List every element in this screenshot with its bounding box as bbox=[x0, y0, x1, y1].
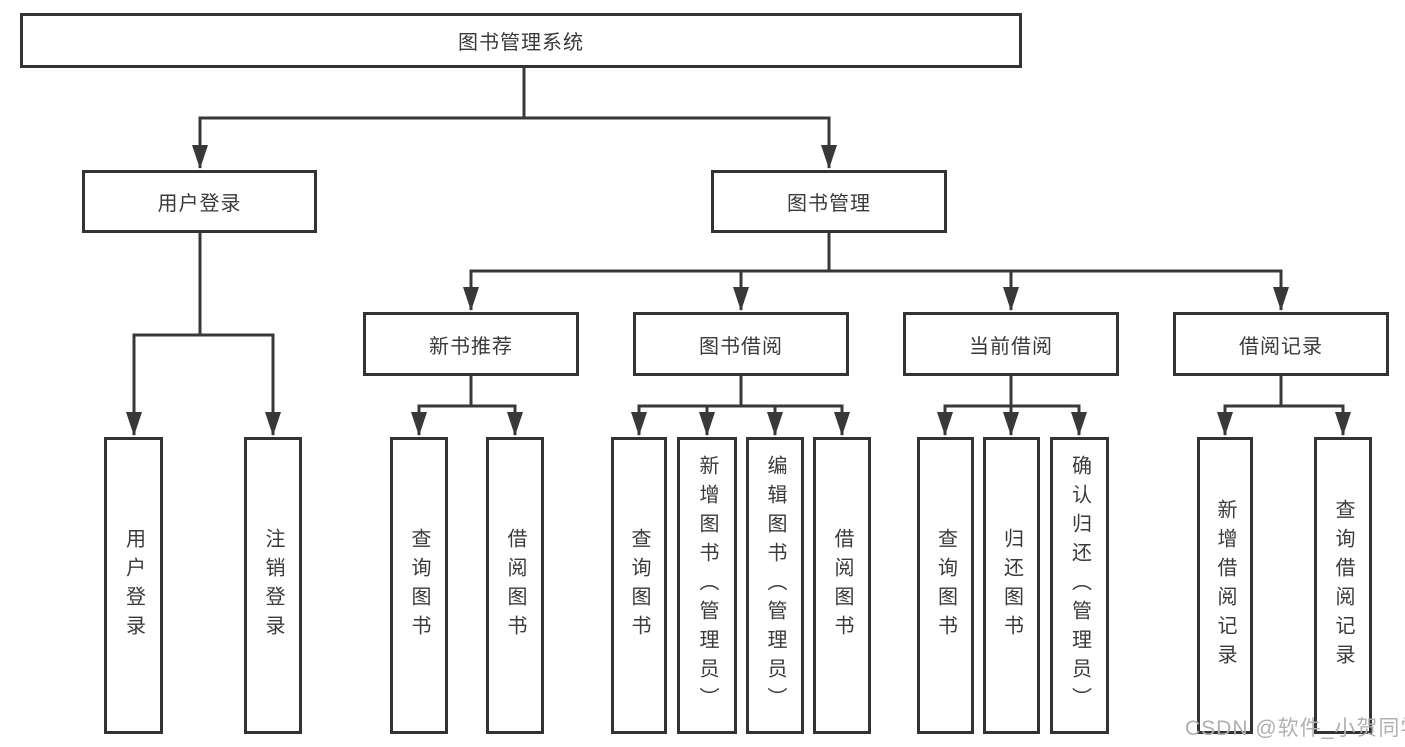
leaf-borrow-books-recommend: 借阅图书 bbox=[486, 437, 544, 734]
node-book-management-label: 图书管理 bbox=[787, 193, 871, 215]
leaf-borrow-books-label: 借阅图书 bbox=[831, 527, 853, 644]
leaf-return-books-label: 归还图书 bbox=[1000, 527, 1023, 644]
node-user-login-label: 用户登录 bbox=[157, 193, 242, 215]
leaf-edit-books-admin-label: 编辑图书（管理员） bbox=[764, 455, 786, 716]
node-library-management-system-label: 图书管理系统 bbox=[458, 32, 584, 54]
leaf-edit-books-admin: 编辑图书（管理员） bbox=[746, 437, 804, 734]
leaf-query-books-current: 查询图书 bbox=[917, 437, 974, 734]
csdn-watermark: CSDN @软件_小贺同学 bbox=[1185, 717, 1405, 740]
node-book-borrowing: 图书借阅 bbox=[633, 312, 849, 376]
node-borrowing-records-label: 借阅记录 bbox=[1239, 335, 1323, 358]
node-book-management: 图书管理 bbox=[711, 170, 947, 233]
leaf-logout: 注销登录 bbox=[244, 437, 302, 734]
leaf-add-books-admin: 新增图书（管理员） bbox=[677, 437, 737, 734]
leaf-borrow-books-recommend-label: 借阅图书 bbox=[504, 527, 526, 644]
node-current-borrowing-label: 当前借阅 bbox=[969, 335, 1053, 358]
leaf-query-books-recommend-label: 查询图书 bbox=[408, 527, 430, 644]
leaf-confirm-return-admin: 确认归还（管理员） bbox=[1050, 437, 1109, 734]
leaf-add-borrow-record: 新增借阅记录 bbox=[1197, 437, 1253, 734]
leaf-user-login: 用户登录 bbox=[104, 437, 163, 734]
node-new-book-recommendation-label: 新书推荐 bbox=[429, 335, 513, 358]
leaf-add-borrow-record-label: 新增借阅记录 bbox=[1214, 498, 1236, 673]
leaf-query-borrow-record: 查询借阅记录 bbox=[1314, 437, 1372, 734]
leaf-add-books-admin-label: 新增图书（管理员） bbox=[696, 455, 718, 716]
leaf-query-books-recommend: 查询图书 bbox=[390, 437, 448, 734]
leaf-return-books: 归还图书 bbox=[983, 437, 1040, 734]
node-book-borrowing-label: 图书借阅 bbox=[699, 335, 783, 358]
leaf-query-books-current-label: 查询图书 bbox=[934, 527, 957, 644]
leaf-query-borrow-record-label: 查询借阅记录 bbox=[1332, 498, 1354, 673]
node-library-management-system: 图书管理系统 bbox=[20, 13, 1022, 68]
leaf-query-books-borrow-label: 查询图书 bbox=[628, 527, 650, 644]
leaf-user-login-label: 用户登录 bbox=[122, 527, 145, 644]
leaf-query-books-borrow: 查询图书 bbox=[611, 437, 667, 734]
leaf-borrow-books: 借阅图书 bbox=[813, 437, 871, 734]
node-user-login: 用户登录 bbox=[82, 170, 317, 233]
node-new-book-recommendation: 新书推荐 bbox=[363, 312, 579, 376]
leaf-confirm-return-admin-label: 确认归还（管理员） bbox=[1068, 455, 1091, 716]
node-current-borrowing: 当前借阅 bbox=[903, 312, 1119, 376]
leaf-logout-label: 注销登录 bbox=[262, 527, 284, 644]
node-borrowing-records: 借阅记录 bbox=[1173, 312, 1389, 376]
